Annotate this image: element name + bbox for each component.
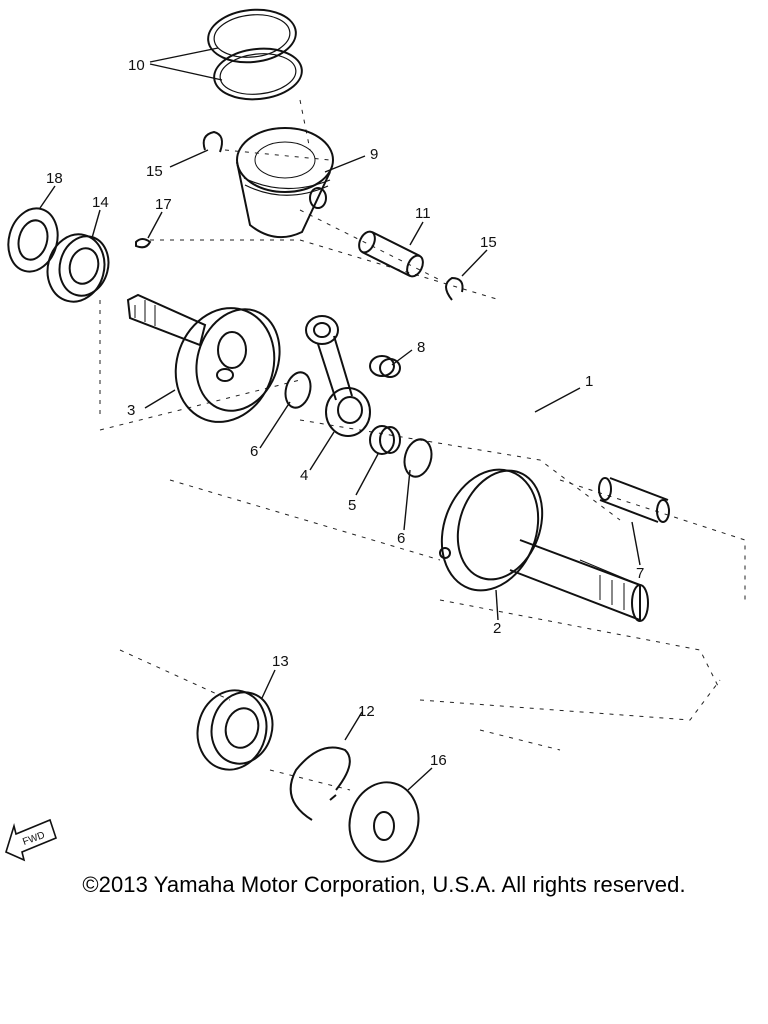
right-oil-seal [348,781,420,863]
large-circlip [289,746,351,821]
callout-13: 13 [272,653,289,670]
left-bearing [46,233,110,303]
callout-3: 3 [127,402,135,419]
callout-7: 7 [636,565,644,582]
callout-6-right: 6 [397,530,405,547]
right-bearing [196,689,274,771]
circlips [202,130,464,301]
left-crank-half [126,293,281,423]
woodruff-key [135,238,152,249]
fwd-label: FWD [21,830,46,848]
callout-16: 16 [430,752,447,769]
piston [236,127,334,239]
crankpin-bearing [369,425,401,455]
callout-6-left: 6 [250,443,258,460]
copyright-notice: ©2013 Yamaha Motor Corporation, U.S.A. A… [82,872,686,897]
callout-18: 18 [46,170,63,187]
small-end-bearing [369,355,401,378]
callout-labels: 10 9 15 18 14 17 11 15 8 1 3 6 4 5 6 7 2… [46,57,644,769]
callout-5: 5 [348,497,356,514]
left-oil-seal [7,207,59,273]
callout-10: 10 [128,57,145,74]
thrust-washer-left [284,371,312,409]
callout-8: 8 [417,339,425,356]
callout-4: 4 [300,467,308,484]
callout-15-left: 15 [146,163,163,180]
fwd-arrow-icon: FWD [5,818,57,862]
crank-pin [598,477,670,523]
callout-14: 14 [92,194,109,211]
callout-9: 9 [370,146,378,163]
callout-2: 2 [493,620,501,637]
exploded-parts-diagram: 10 9 15 18 14 17 11 15 8 1 3 6 4 5 6 7 2… [5,8,746,863]
connecting-rod [305,315,371,437]
piston-rings [207,8,303,101]
thrust-washer-right [403,438,433,478]
leader-lines [39,47,641,791]
callout-1: 1 [585,373,593,390]
piston-pin [358,230,424,278]
callout-15-right: 15 [480,234,497,251]
callout-17: 17 [155,196,172,213]
right-crank-half [439,468,649,622]
callout-12: 12 [358,703,375,720]
callout-11: 11 [415,205,431,222]
assembly-guide-lines [99,99,746,791]
